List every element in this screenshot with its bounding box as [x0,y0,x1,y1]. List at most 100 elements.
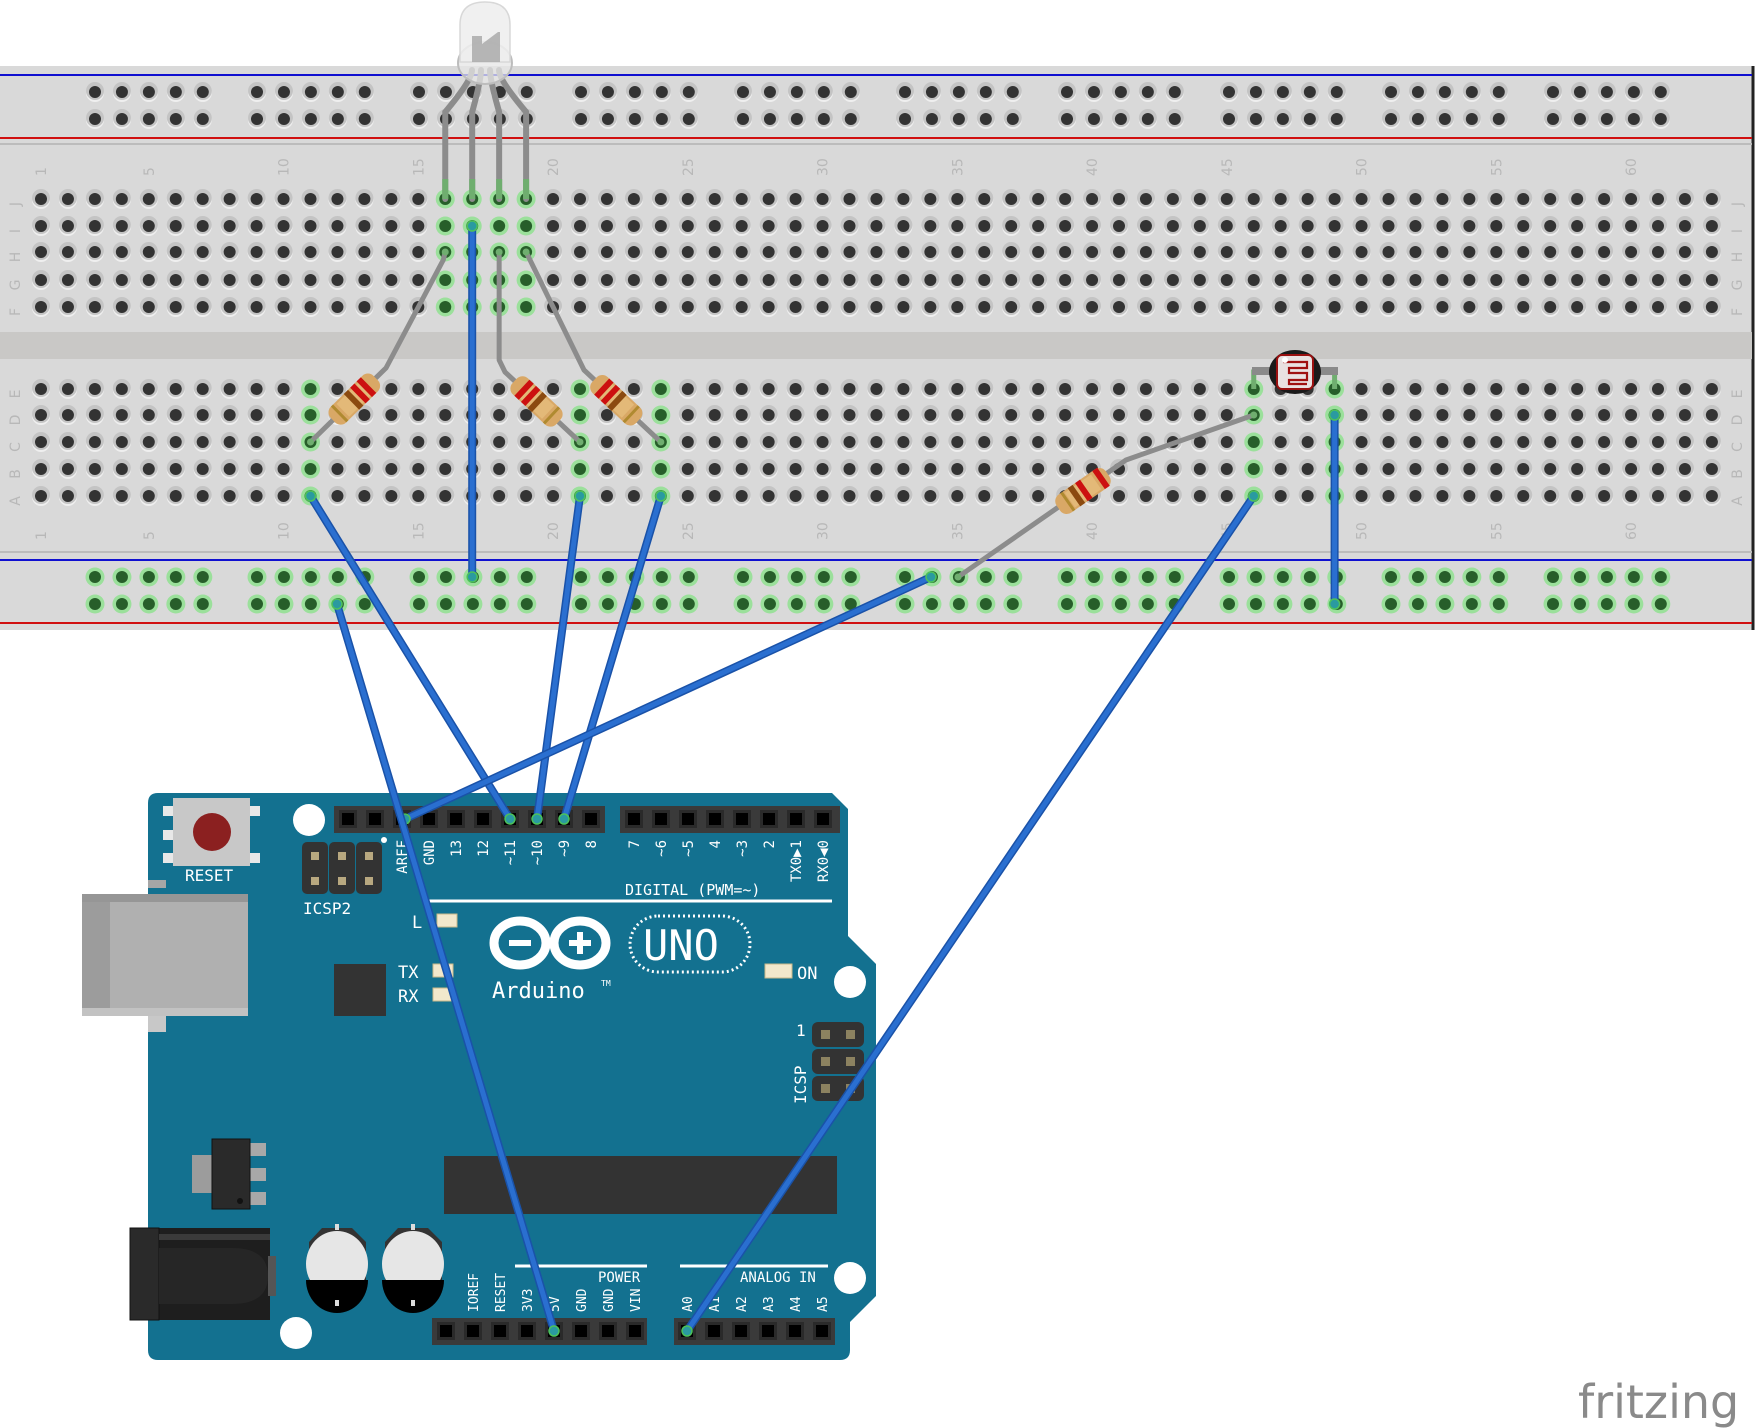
hole-J56[interactable] [1514,189,1533,209]
hole-J27[interactable] [732,189,751,209]
hole-H8[interactable] [220,242,239,262]
hole-D60[interactable] [1622,405,1641,425]
header-pin[interactable] [518,1322,536,1340]
hole-B60[interactable] [1622,459,1641,479]
hole-G37[interactable] [1002,270,1021,290]
hole-G40[interactable] [1083,270,1102,290]
rail-hole-top[interactable] [112,109,131,129]
hole-G52[interactable] [1406,270,1425,290]
rail-hole-bottom[interactable] [112,567,132,587]
header-pin[interactable] [732,1322,750,1340]
hole-C57[interactable] [1541,432,1560,452]
hole-C4[interactable] [112,432,131,452]
hole-J53[interactable] [1433,189,1452,209]
hole-A36[interactable] [975,486,994,506]
rail-hole-bottom[interactable] [409,594,429,614]
hole-B32[interactable] [867,459,886,479]
hole-G20[interactable] [544,270,563,290]
hole-C10[interactable] [274,432,293,452]
hole-B9[interactable] [247,459,266,479]
rail-hole-bottom[interactable] [1624,594,1644,614]
hole-C50[interactable] [1352,432,1371,452]
hole-A26[interactable] [705,486,724,506]
rail-hole-bottom[interactable] [355,594,375,614]
hole-B4[interactable] [112,459,131,479]
hole-J25[interactable] [678,189,697,209]
hole-E45[interactable] [1217,379,1236,399]
hole-F59[interactable] [1595,297,1614,317]
hole-I37[interactable] [1002,216,1021,236]
rail-hole-top[interactable] [1408,109,1427,129]
hole-H6[interactable] [166,242,185,262]
hole-J28[interactable] [759,189,778,209]
hole-J20[interactable] [544,189,563,209]
hole-B47[interactable] [1271,459,1290,479]
hole-F53[interactable] [1433,297,1452,317]
hole-A53[interactable] [1433,486,1452,506]
header-pin[interactable] [813,1322,831,1340]
hole-C7[interactable] [193,432,212,452]
hole-I58[interactable] [1568,216,1587,236]
rail-hole-bottom[interactable] [1057,567,1077,587]
hole-I16[interactable] [435,216,455,236]
hole-B1[interactable] [32,459,50,479]
hole-B23[interactable] [624,459,643,479]
hole-E3[interactable] [85,379,104,399]
hole-J49[interactable] [1325,189,1344,209]
hole-I55[interactable] [1487,216,1506,236]
hole-J42[interactable] [1136,189,1155,209]
hole-F47[interactable] [1271,297,1290,317]
hole-F4[interactable] [112,297,131,317]
hole-H60[interactable] [1622,242,1641,262]
rail-hole-bottom[interactable] [814,594,834,614]
hole-G45[interactable] [1217,270,1236,290]
hole-E60[interactable] [1622,379,1641,399]
hole-J12[interactable] [328,189,347,209]
hole-H58[interactable] [1568,242,1587,262]
rail-hole-top[interactable] [1382,82,1400,102]
hole-G22[interactable] [597,270,616,290]
hole-E16[interactable] [436,379,455,399]
hole-G1[interactable] [32,270,50,290]
rail-hole-bottom[interactable] [193,594,213,614]
hole-H32[interactable] [867,242,886,262]
hole-C20[interactable] [544,432,563,452]
hole-D47[interactable] [1271,405,1290,425]
hole-H48[interactable] [1298,242,1317,262]
rail-hole-bottom[interactable] [598,594,618,614]
hole-H36[interactable] [975,242,994,262]
header-pin[interactable] [599,1322,617,1340]
header-pin[interactable] [420,810,438,828]
hole-E12[interactable] [328,379,347,399]
hole-D50[interactable] [1352,405,1371,425]
hole-E55[interactable] [1487,379,1506,399]
rail-hole-bottom[interactable] [652,567,672,587]
hole-F22[interactable] [597,297,616,317]
rail-hole-top[interactable] [1111,82,1130,102]
rail-hole-bottom[interactable] [1651,594,1671,614]
hole-F39[interactable] [1056,297,1075,317]
hole-I8[interactable] [220,216,239,236]
header-pin[interactable] [759,1322,777,1340]
hole-J22[interactable] [597,189,616,209]
hole-A35[interactable] [948,486,967,506]
hole-H50[interactable] [1352,242,1371,262]
hole-E2[interactable] [58,379,77,399]
hole-G47[interactable] [1271,270,1290,290]
hole-G26[interactable] [705,270,724,290]
rail-hole-bottom[interactable] [1084,567,1104,587]
hole-D4[interactable] [112,405,131,425]
hole-E39[interactable] [1056,379,1075,399]
rail-hole-top[interactable] [1435,109,1454,129]
hole-E50[interactable] [1352,379,1371,399]
hole-H45[interactable] [1217,242,1236,262]
hole-C25[interactable] [678,432,697,452]
hole-G29[interactable] [786,270,805,290]
hole-B30[interactable] [813,459,832,479]
hole-D26[interactable] [705,405,724,425]
hole-I1[interactable] [32,216,50,236]
rail-hole-bottom[interactable] [1057,594,1077,614]
hole-B27[interactable] [732,459,751,479]
hole-I3[interactable] [85,216,104,236]
hole-H22[interactable] [597,242,616,262]
